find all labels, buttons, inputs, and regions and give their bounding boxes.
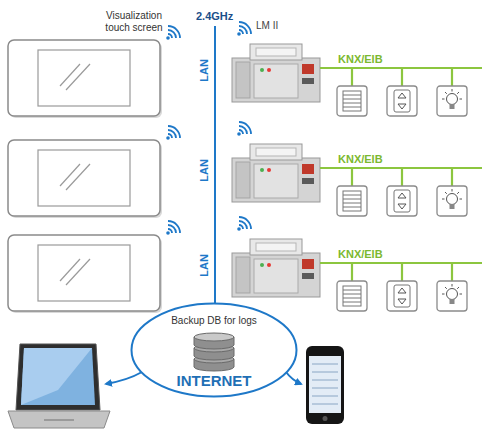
wifi-symbol [237,122,251,136]
knx-bus [320,68,482,281]
phone-icon [306,346,344,424]
laptop-icon [8,344,110,428]
bus-label: KNX/EIB [338,248,383,261]
bus-label: KNX/EIB [338,153,383,166]
bulb-icon [437,86,467,311]
logic-machine [232,239,320,297]
sync-arrow [106,372,142,384]
switch-icon [387,86,417,311]
bus-label: KNX/EIB [338,53,383,66]
node-title: INTERNET [130,372,298,389]
wifi-symbol [237,22,251,36]
database-icon [194,333,234,371]
network-label: LAN [198,159,211,182]
wifi-symbol [166,126,180,140]
logic-machine [232,44,320,102]
wifi-symbol [166,221,180,235]
network-label: LAN [198,59,211,82]
blinds-icon [337,86,367,311]
lan-line [214,26,216,303]
frequency-label: 2.4GHz [196,10,233,23]
touch-screen [8,140,162,218]
device-caption: Visualization touch screen [96,10,172,33]
wifi-symbol [166,26,180,40]
touch-screen [8,40,162,118]
touch-screen [8,235,162,313]
wifi-symbol [237,217,251,231]
logic-machine [232,144,320,202]
device-caption: LM II [256,20,278,32]
network-label: LAN [198,254,211,277]
cloud-ellipse: Backup DB for logsINTERNET [130,302,298,398]
node-caption: Backup DB for logs [130,315,298,326]
sync-arrow [286,372,301,384]
